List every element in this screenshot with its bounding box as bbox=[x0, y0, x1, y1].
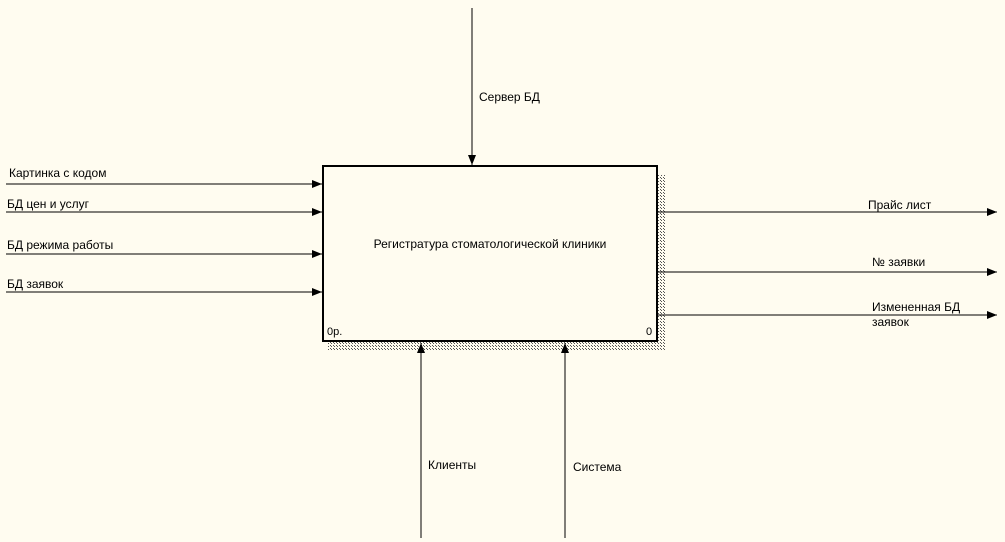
output-label-1: Прайс лист bbox=[868, 198, 932, 212]
mechanism-label-1: Клиенты bbox=[428, 458, 477, 472]
input-label-2: БД цен и услуг bbox=[7, 197, 89, 211]
input-label-3: БД режима работы bbox=[7, 238, 114, 252]
box-number: 0 bbox=[646, 326, 653, 338]
activity-title: Регистратура стоматологической клиники bbox=[373, 237, 607, 251]
node-label: 0р. bbox=[327, 326, 343, 338]
output-label-3b: заявок bbox=[872, 315, 909, 329]
control-label: Сервер БД bbox=[479, 90, 540, 104]
activity-box[interactable] bbox=[322, 165, 658, 342]
mechanism-label-2: Система bbox=[573, 460, 622, 474]
input-label-4: БД заявок bbox=[7, 277, 64, 291]
output-label-2: № заявки bbox=[872, 255, 926, 269]
output-label-3a: Измененная БД bbox=[872, 300, 961, 314]
input-label-1: Картинка с кодом bbox=[9, 166, 107, 180]
